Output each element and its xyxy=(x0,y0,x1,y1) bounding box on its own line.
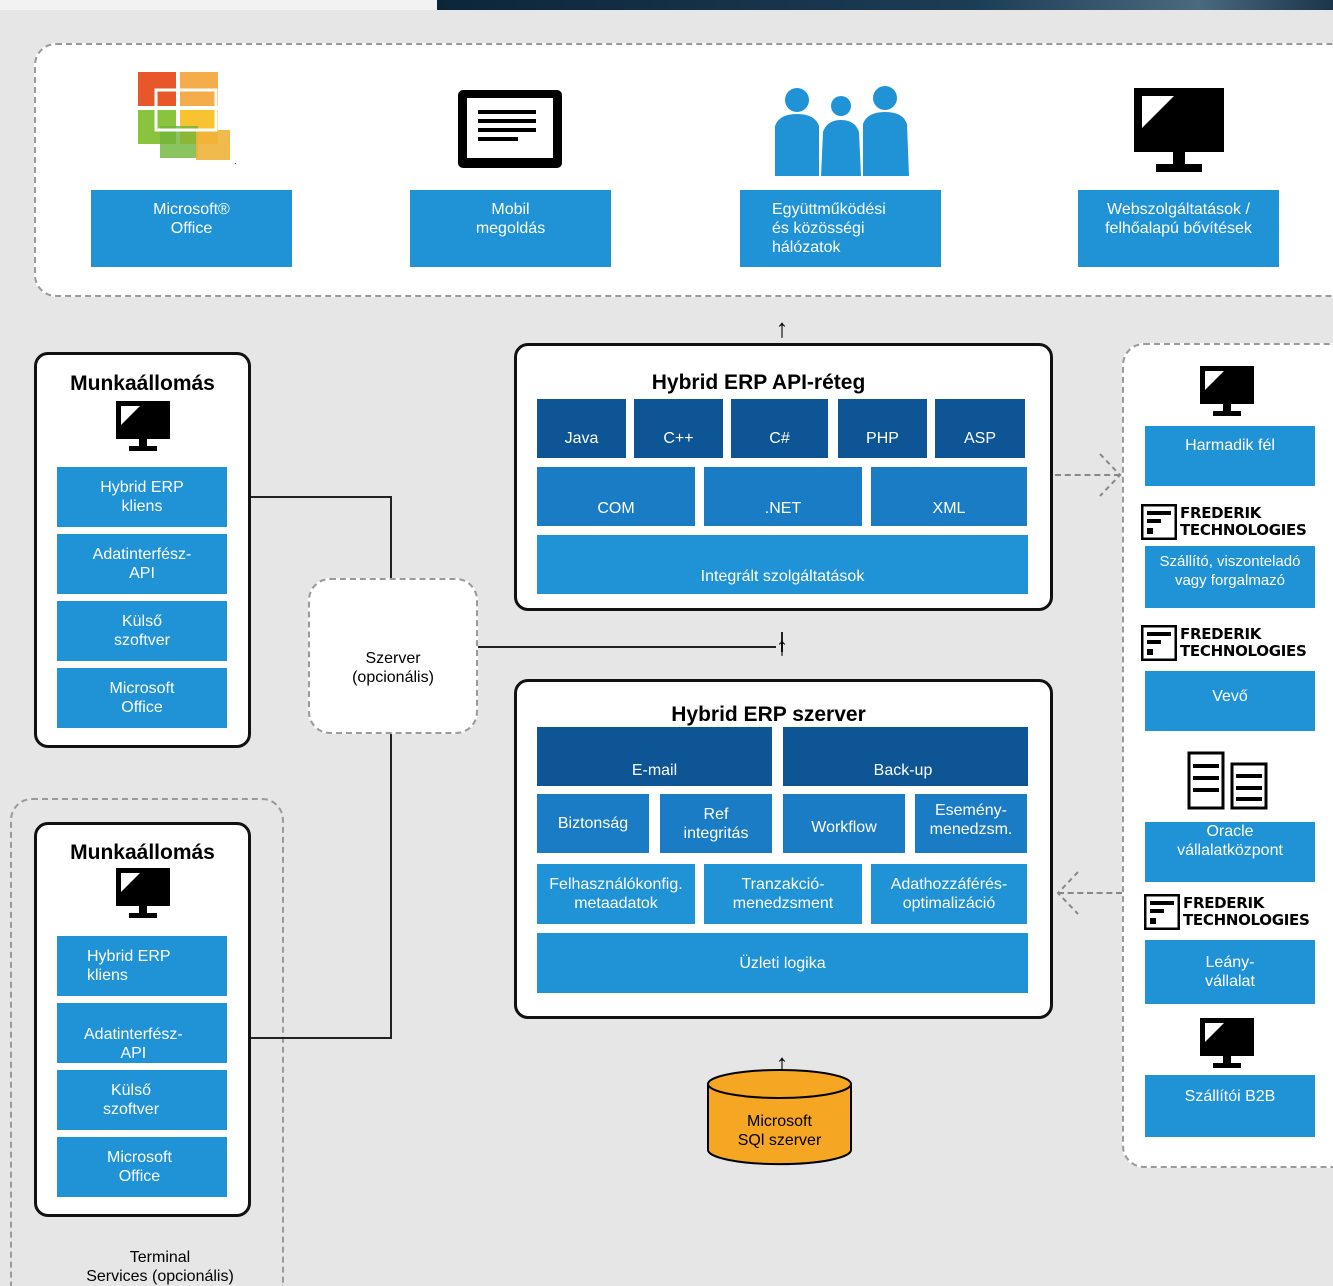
oracle-enterprise-hq: Oracle vállalatközpont xyxy=(1145,822,1315,882)
format-xml: XML xyxy=(871,467,1027,526)
workstation-1-monitor-icon xyxy=(116,401,170,453)
connector-ws2-vertical xyxy=(390,733,392,1039)
supplier-b2b: Szállítói B2B xyxy=(1145,1075,1315,1137)
ws1-external-software: Külső szoftver xyxy=(57,601,227,661)
business-logic: Üzleti logika xyxy=(537,933,1028,993)
frederik-logo-3: FREDERIK TECHNOLOGIES xyxy=(1144,894,1310,930)
top-item-webservices: Webszolgáltatások / felhőalapú bővítések xyxy=(1078,190,1279,267)
top-banner-image xyxy=(437,0,1333,10)
ws1-hybrid-erp-client: Hybrid ERP kliens xyxy=(57,467,227,527)
lang-cpp: C++ xyxy=(634,399,723,458)
connector-ws1-horizontal xyxy=(251,496,392,498)
top-strip-left xyxy=(0,0,437,10)
supplier-b2b-monitor-icon xyxy=(1200,1018,1254,1070)
integrated-services: Integrált szolgáltatások xyxy=(537,535,1028,594)
connector-vertical-api-server xyxy=(781,632,783,652)
office-logo-icon: . xyxy=(136,70,246,174)
workstation-1-title: Munkaállomás xyxy=(70,372,215,395)
format-dotnet: .NET xyxy=(704,467,862,526)
ws2-external-software: Külső szoftver xyxy=(57,1070,227,1130)
connector-ws2-horizontal xyxy=(251,1037,392,1039)
ws2-microsoft-office: Microsoft Office xyxy=(57,1137,227,1197)
frederik-logo-1: FREDERIK TECHNOLOGIES xyxy=(1141,504,1307,540)
service-workflow: Workflow xyxy=(783,794,905,853)
connector-server-to-api xyxy=(476,646,776,648)
ws2-hybrid-erp-client: Hybrid ERP kliens xyxy=(57,936,227,996)
database-cylinder-icon xyxy=(706,1068,853,1166)
top-item-mobile: Mobil megoldás xyxy=(410,190,611,267)
terminal-services-label: Terminal Services (opcionális) xyxy=(86,1249,234,1285)
ws2-data-interface-api: Adatinterfész- API xyxy=(57,1003,227,1063)
server-rack-icon xyxy=(1186,750,1270,810)
dashed-arrow-left-icon xyxy=(1056,870,1080,916)
third-party: Harmadik fél xyxy=(1145,426,1315,486)
lang-java: Java xyxy=(537,399,626,458)
dashed-connector-api-to-third-party xyxy=(1055,474,1120,476)
ws1-microsoft-office: Microsoft Office xyxy=(57,668,227,728)
service-transaction-management: Tranzakció- menedzsment xyxy=(704,864,862,924)
frederik-mark-icon xyxy=(1144,894,1180,930)
service-user-config-metadata: Felhasználókonfig. metaadatok xyxy=(537,864,695,924)
service-data-access-optimization: Adathozzáférés- optimalizáció xyxy=(871,864,1027,924)
supplier-reseller-distributor: Szállító, viszonteladó vagy forgalmazó xyxy=(1145,546,1315,608)
service-backup: Back-up xyxy=(783,727,1028,786)
svg-text:.: . xyxy=(234,156,237,167)
dashed-connector-partners-to-server xyxy=(1058,892,1122,894)
lang-php: PHP xyxy=(838,399,927,458)
workstation-2-title: Munkaállomás xyxy=(70,841,215,864)
workstation-2-monitor-icon xyxy=(116,868,170,920)
arrow-up-to-top-panel: ↑ xyxy=(775,313,789,343)
frederik-mark-icon xyxy=(1141,504,1177,540)
optional-server-label: Szerver (opcionális) xyxy=(352,650,434,686)
monitor-icon xyxy=(1134,88,1224,176)
terminal-services-group xyxy=(10,798,284,1286)
third-party-monitor-icon xyxy=(1200,366,1254,418)
service-ref-integrity: Ref integritás xyxy=(660,794,772,853)
service-security: Biztonság xyxy=(537,794,649,853)
subsidiary: Leány- vállalat xyxy=(1145,940,1315,1004)
top-item-collaboration: Együttműködési és közösségi hálózatok xyxy=(740,190,941,267)
arrow-up-to-api-layer: ↑ xyxy=(775,631,789,661)
customer: Vevő xyxy=(1145,671,1315,731)
dashed-arrow-right-icon xyxy=(1098,452,1122,498)
optional-server-box xyxy=(308,578,478,734)
api-layer-title: Hybrid ERP API-réteg xyxy=(651,371,866,394)
tablet-icon xyxy=(458,90,562,170)
frederik-logo-2: FREDERIK TECHNOLOGIES xyxy=(1141,625,1307,661)
frederik-mark-icon xyxy=(1141,625,1177,661)
lang-csharp: C# xyxy=(731,399,828,458)
connector-ws1-vertical xyxy=(390,496,392,580)
people-icon xyxy=(775,86,911,176)
top-item-office: Microsoft® Office xyxy=(91,190,292,267)
database-label: Microsoft SQl szerver xyxy=(737,1113,822,1149)
format-com: COM xyxy=(537,467,695,526)
ws1-data-interface-api: Adatinterfész- API xyxy=(57,534,227,594)
service-event-management: Esemény- menedzsm. xyxy=(915,794,1027,853)
erp-server-title: Hybrid ERP szerver xyxy=(671,703,866,726)
service-email: E-mail xyxy=(537,727,772,786)
lang-asp: ASP xyxy=(935,399,1025,458)
